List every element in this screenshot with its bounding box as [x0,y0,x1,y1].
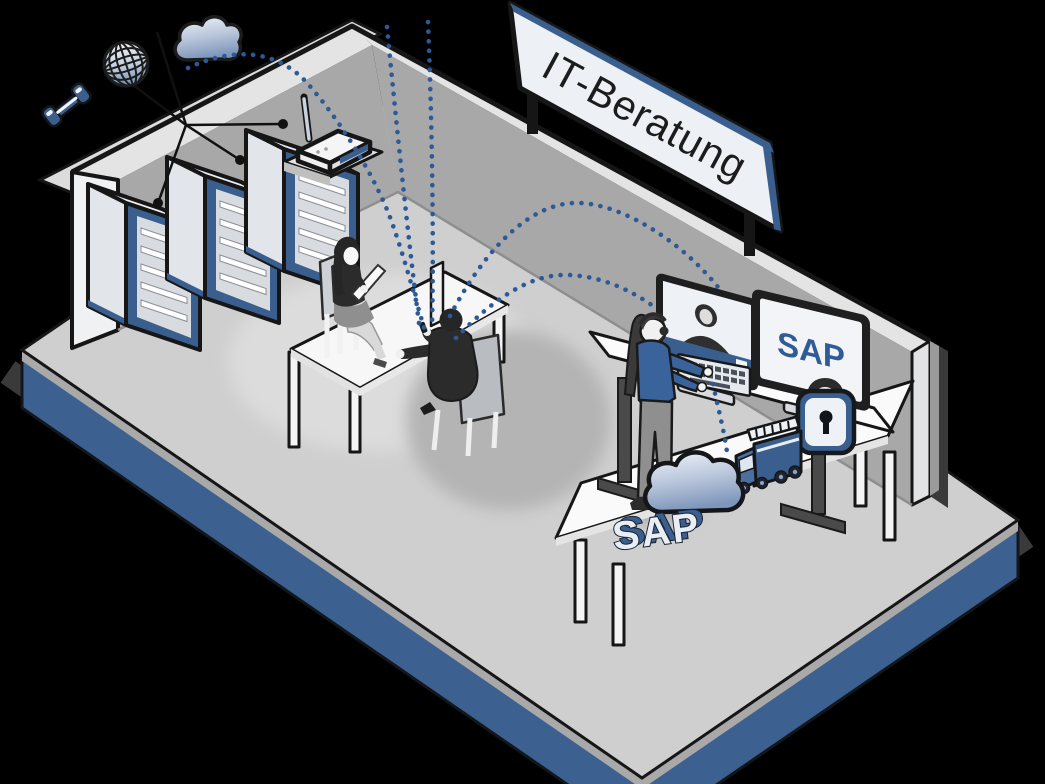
sign-post-left [527,88,538,134]
shoe [420,402,436,415]
keyhole [819,410,833,424]
extended-arm [399,344,435,359]
wall-outline [70,23,932,344]
caller-face [699,308,713,325]
chair-leg [431,409,441,451]
sign-edge-top [510,3,774,153]
side-table-leg [611,562,626,647]
headset-earcup [659,326,669,336]
shoe [373,358,387,368]
headset [639,312,667,325]
sap-letters-front: SAP [610,505,703,559]
arc-man-to-monitor-high [447,200,734,319]
globe-icon [102,40,150,88]
sap-3d-letters: SAP SAP [609,500,710,560]
seated-woman [318,236,387,368]
table-leg [287,350,301,449]
chair-leg [465,417,473,457]
chair-leg [491,411,499,449]
dotted-connection-arcs [185,19,734,341]
phone-handset-icon [41,82,92,128]
cloud-icon [173,15,243,62]
arc-down-2 [425,19,436,331]
head [439,308,463,332]
padlock-icon [795,378,857,456]
right-wall-endcap-side [930,341,939,496]
hair [641,315,665,330]
arc-man-to-monitor-low [453,272,669,341]
sign-edge-right [763,143,781,231]
table-leg [348,388,362,454]
sap-cloud-icon [642,450,746,515]
side-table-leg [573,538,588,624]
table-edge [291,349,360,396]
sap-screen-bg [760,298,862,402]
desk-foot [780,502,846,535]
router-stripe [340,144,368,164]
desk-column [617,377,632,483]
left-wall-top [72,26,372,180]
long-hair [333,252,345,297]
right-wall-endcap [910,339,932,507]
sign-post-right [744,210,755,256]
arc-globe-to-man [185,52,429,337]
hand [395,349,405,359]
hand [702,366,714,378]
torso [635,339,677,407]
truck-windshield [738,452,755,475]
hand [360,285,368,293]
arc-down-1 [384,24,423,334]
right-scene: SAP [554,273,915,647]
router-shelf-side [284,162,330,186]
network-hub-icon [119,31,288,208]
side-table-leg [882,450,897,542]
seated-man [395,308,506,457]
face [343,247,359,265]
truck-ladder [746,415,801,442]
hand [696,381,708,393]
document [350,263,387,303]
